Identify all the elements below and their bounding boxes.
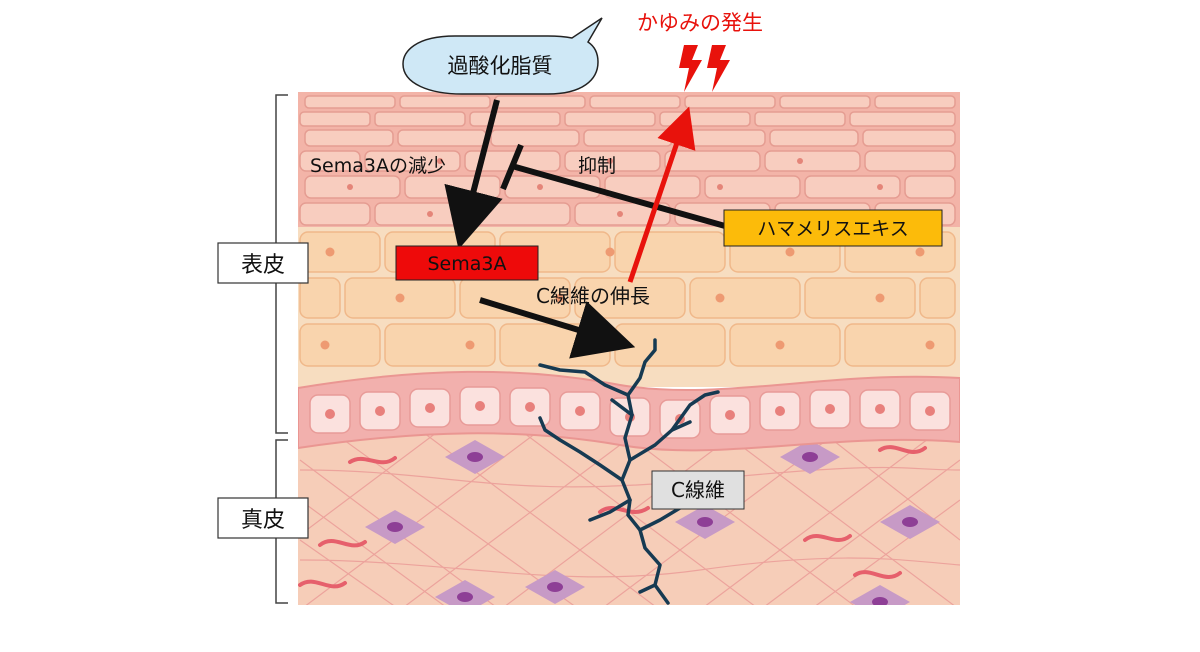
peroxide-bubble — [402, 17, 603, 95]
itch-label: かゆみの発生 — [637, 11, 763, 35]
inhibit-bar — [500, 143, 726, 229]
c-fiber-box — [651, 470, 745, 510]
lightning-icon — [679, 45, 730, 92]
c-fiber-label: C線維 — [671, 478, 725, 502]
hamamelis-label: ハマメリスエキス — [757, 218, 908, 240]
peroxide-label: 過酸化脂質 — [448, 54, 553, 78]
dermis-label: 真皮 — [241, 508, 285, 533]
dermis-label-box — [217, 497, 309, 539]
sema-decrease-label: Sema3Aの減少 — [310, 155, 446, 177]
fibroblasts — [365, 440, 940, 605]
fiber-extension-label: C線維の伸長 — [536, 284, 650, 308]
sema-box — [395, 245, 539, 281]
itch-signal-arrow — [627, 106, 696, 283]
peroxide-to-sema-arrow — [444, 99, 503, 250]
hamamelis-box — [723, 209, 943, 247]
inhibit-label: 抑制 — [578, 155, 616, 177]
epidermis-label: 表皮 — [241, 253, 285, 278]
c-fiber-nerve — [538, 338, 720, 605]
sema-to-fiber-arrow — [479, 297, 636, 359]
sema-label: Sema3A — [428, 253, 507, 275]
corneum-dots — [347, 158, 883, 217]
epidermis-label-box — [217, 242, 309, 284]
